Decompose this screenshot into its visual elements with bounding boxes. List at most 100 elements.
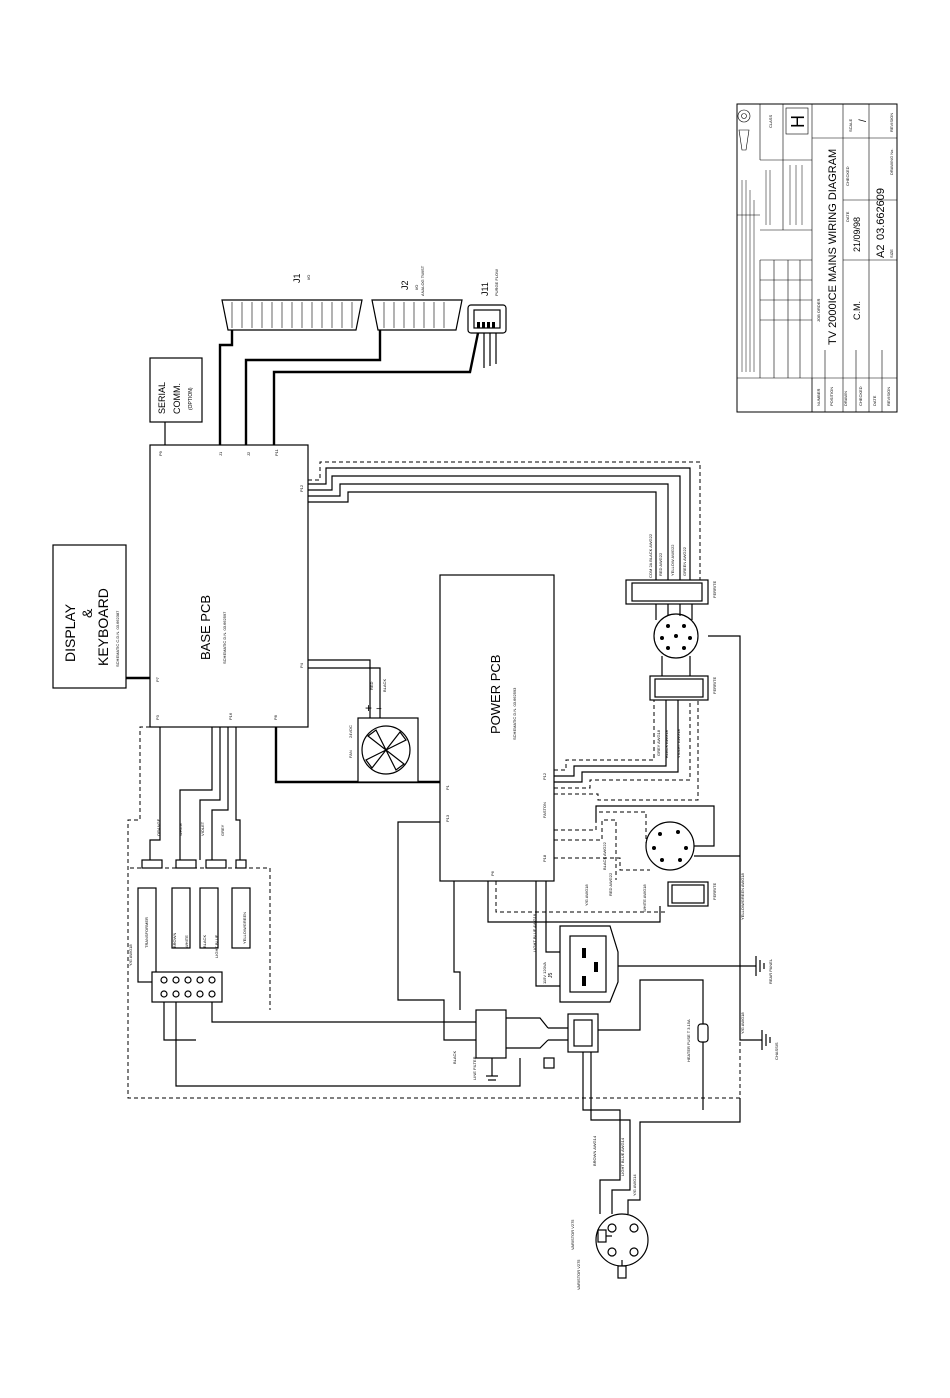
revision-row-label: REVISION bbox=[886, 387, 891, 406]
line-filter: LINE FILTER bbox=[472, 1009, 507, 1080]
varistor-lower-label: VARISTOR V275 bbox=[576, 1259, 581, 1290]
power-p12-harness: BLACK AWG18 VIOLET AWG18 GREY AWG18 bbox=[554, 700, 699, 801]
drawn-label: DRAWN bbox=[843, 391, 848, 406]
j2-sub: I/O bbox=[414, 285, 419, 290]
black-label: BLACK bbox=[452, 1051, 457, 1064]
ferrite-lower: FERRITE bbox=[649, 675, 717, 701]
violet2-label: VIOLET bbox=[200, 821, 205, 836]
ferrite-upper: FERRITE bbox=[625, 579, 717, 605]
fan-minus: − bbox=[376, 704, 382, 715]
connector-j11: J11 PURGE FLOW bbox=[467, 269, 507, 334]
fan-label: FAN bbox=[348, 750, 353, 758]
white-label: WHITE bbox=[184, 935, 189, 948]
scale-label: SCALE bbox=[848, 119, 853, 132]
comm-label: COMM. bbox=[172, 383, 182, 414]
wire-red-awg22: RED AWG22 bbox=[608, 872, 613, 896]
pwr-conn-p13: P13 bbox=[445, 814, 450, 822]
base-pcb: BASE PCB SCHEMATIC D.N. 03.662597 P9 J1 … bbox=[149, 444, 309, 728]
base-pcb-schematic: SCHEMATIC D.N. 03.662597 bbox=[222, 611, 227, 664]
fan-voltage: 24VDC bbox=[348, 725, 353, 738]
wire-yellow-green-awg18: YELLOW/GREEN AWG18 bbox=[740, 872, 745, 920]
heater-fuse-label: HEATER FUSE T 3.15A bbox=[686, 1019, 691, 1062]
base-conn-p3: P3 bbox=[155, 714, 160, 720]
wire-black-awg18: BLACK AWG18 bbox=[664, 729, 669, 758]
base-conn-p9: P9 bbox=[158, 450, 163, 456]
varistor-upper: VARISTOR V275 bbox=[570, 1219, 607, 1250]
wire-red: RED AWG22 bbox=[658, 552, 663, 576]
j2-sub2: ANALOG TWIST bbox=[420, 265, 425, 296]
checked-label: CHECKED bbox=[858, 386, 863, 406]
fan: FAN 24VDC + − RED BLACK bbox=[348, 679, 419, 783]
varistor-upper-label: VARISTOR V275 bbox=[570, 1219, 575, 1250]
wire-yg-awg18c: Y/G AWG18 bbox=[740, 1012, 745, 1034]
drawn-value: C.M. bbox=[852, 301, 862, 320]
white2-label: WHITE bbox=[178, 823, 183, 836]
pwr-conn-p6: P6 bbox=[490, 870, 495, 876]
light-blue-label: LIGHT BLUE bbox=[214, 934, 219, 958]
base-conn-p16: P16 bbox=[228, 712, 233, 720]
ferrite-lower-label: FERRITE bbox=[712, 677, 717, 694]
brown-awg14-label: BROWN AWG14 bbox=[592, 1135, 597, 1166]
j1-sub: I/O bbox=[306, 275, 311, 280]
p12-harness: COM 2A BLACK AWG22 RED AWG22 YELLOW AWG2… bbox=[308, 461, 701, 580]
scale-value: / bbox=[858, 119, 869, 122]
wire-com-black: COM 2A BLACK AWG22 bbox=[648, 533, 653, 578]
revision-label: REVISION bbox=[889, 113, 894, 132]
connector-j2: J2 I/O ANALOG TWIST bbox=[371, 265, 463, 331]
din-socket-middle bbox=[645, 821, 695, 871]
title-block: TV 2000ICE MAINS WIRING DIAGRAM H CLASS … bbox=[736, 103, 898, 413]
transformer: TRANSFORMER BROWN WHITE BLACK LIGHT BLUE… bbox=[137, 887, 251, 983]
mains-switch bbox=[567, 1013, 599, 1053]
size-label: SIZE bbox=[889, 249, 894, 258]
heater-fuse: HEATER FUSE T 3.15A bbox=[686, 1019, 709, 1062]
ferrite-upper-label: FERRITE bbox=[712, 581, 717, 598]
base-conn-p7: P7 bbox=[155, 676, 160, 682]
wire-light-blue: LIGHT BLUE AWG18 bbox=[532, 913, 537, 952]
date-value: 21/09/98 bbox=[852, 217, 862, 252]
power-pcb: POWER PCB SCHEMATIC D.N. 03.662593 P1 P1… bbox=[439, 574, 555, 882]
display-schematic-ref: SCHEMATIC C.D.N. 03.662387 bbox=[115, 610, 120, 667]
keyboard-label: KEYBOARD bbox=[95, 588, 111, 666]
wire-black-awg22: BLACK AWG22 bbox=[602, 841, 607, 870]
base-conn-j2: J2 bbox=[246, 451, 251, 456]
yellow-green-label: YELLOW/GREEN bbox=[242, 912, 247, 944]
wire-yellow: YELLOW AWG22 bbox=[670, 544, 675, 576]
power-pcb-label: POWER PCB bbox=[488, 655, 503, 734]
rear-panel-label: REAR PANEL bbox=[768, 958, 773, 984]
power-pcb-schematic: SCHEMATIC D.N. 03.662593 bbox=[512, 687, 517, 740]
ferrite-right: FERRITE bbox=[667, 881, 717, 907]
base-pcb-label: BASE PCB bbox=[198, 595, 213, 660]
io-harness bbox=[218, 330, 497, 445]
class-label: CLASS bbox=[768, 115, 773, 128]
serial-label: SERIAL bbox=[157, 382, 167, 414]
j5-sub: 115V 120VA bbox=[542, 962, 547, 984]
varistor-lower: VARISTOR V275 bbox=[576, 1259, 627, 1290]
j5-label: J5 bbox=[548, 973, 554, 979]
pwr-conn-faston: FASTON bbox=[542, 802, 547, 818]
date-small-label: DATE bbox=[845, 211, 850, 222]
wire-white-awg18: WHITE AWG18 bbox=[642, 884, 647, 912]
serial-comm-block: SERIAL COMM. (OPTION) bbox=[149, 357, 203, 423]
drawing-number: 03.662609 bbox=[875, 188, 887, 240]
grey2-label: GREY bbox=[220, 824, 225, 836]
p3-p16-harness: ORANGE WHITE VIOLET GREY Y/G AWG18 bbox=[127, 726, 741, 1099]
iec-inlet: J5 115V 120VA bbox=[542, 925, 619, 1003]
number-label: NUMBER bbox=[816, 389, 821, 406]
yg-awg14-label: Y/G AWG14 bbox=[632, 1174, 637, 1196]
drawing-no-label: DRAWING No. bbox=[889, 148, 894, 175]
base-conn-p11: P11 bbox=[274, 448, 279, 456]
checked-small-label: CHECKED bbox=[845, 166, 850, 186]
light-blue-awg14-label: LIGHT BLUE AWG14 bbox=[620, 1137, 625, 1176]
class-letter: H bbox=[788, 115, 808, 128]
pwr-conn-p18: P18 bbox=[542, 854, 547, 862]
pwr-conn-p12: P12 bbox=[542, 772, 547, 780]
wire-yg-awg18: Y/G AWG18 bbox=[584, 884, 589, 906]
title-text-group: TV 2000ICE MAINS WIRING DIAGRAM H CLASS … bbox=[768, 113, 894, 406]
drawing-title: TV 2000ICE MAINS WIRING DIAGRAM bbox=[827, 149, 839, 345]
display-keyboard-block: DISPLAY & KEYBOARD SCHEMATIC C.D.N. 03.6… bbox=[52, 544, 127, 689]
black-tr-label: BLACK bbox=[202, 935, 207, 948]
base-conn-p8: P8 bbox=[273, 714, 278, 720]
wire-green: GREEN AWG22 bbox=[682, 546, 687, 576]
j11-sub: PURGE FLOW bbox=[494, 269, 499, 296]
